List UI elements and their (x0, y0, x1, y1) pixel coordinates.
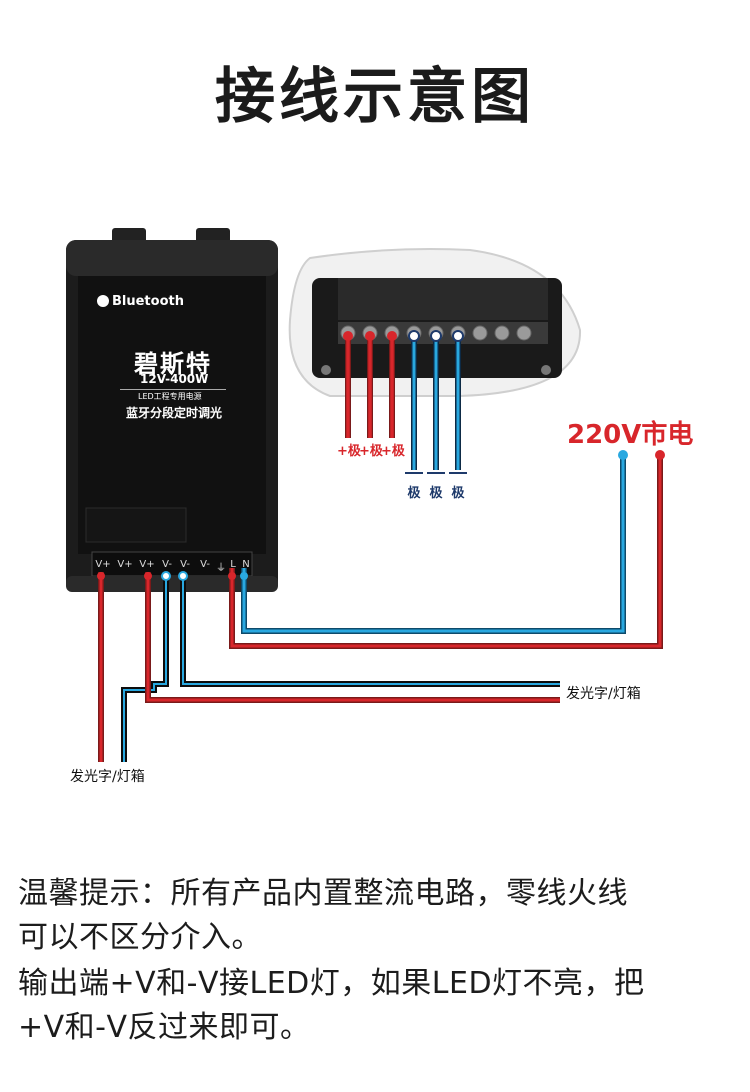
terminal-label: V+ (139, 559, 155, 570)
positive-wire-end (343, 331, 353, 341)
inset-positive-wires-core (346, 336, 394, 438)
load-label-right: 发光字/灯箱 (566, 686, 641, 702)
screw-icon (472, 325, 488, 341)
negative-wire-end (408, 330, 420, 342)
negative-wire-end (452, 330, 464, 342)
terminal-label: V+ (117, 559, 133, 570)
terminal-label: V- (200, 559, 210, 570)
terminal-inset (288, 248, 582, 397)
output-negative-end (178, 571, 188, 581)
brand-name: 碧斯特 (134, 350, 212, 378)
psu-bottom-bar (66, 576, 278, 592)
page-title: 接线示意图 (215, 62, 535, 132)
tip-line: 可以不区分介入。 (18, 920, 262, 955)
psu-top-bar (66, 240, 278, 276)
terminal-label: V+ (95, 559, 111, 570)
negative-wire-end (430, 330, 442, 342)
psu-subtitle-rule (120, 389, 226, 390)
positive-wire-end (365, 331, 375, 341)
bluetooth-icon (97, 295, 109, 307)
screw-icon (516, 325, 532, 341)
positive-pole-label: +极 (381, 444, 405, 459)
positive-pole-label: +极 (359, 444, 383, 459)
psu-spec-label (85, 507, 187, 543)
subtitle-label: LED工程专用电源 (138, 392, 202, 401)
terminal-label: L (230, 559, 236, 570)
negative-pole-label: 极 (451, 486, 465, 501)
tip-line: 温馨提示：所有产品内置整流电路，零线火线 (18, 876, 628, 911)
output-positive-end (97, 572, 105, 580)
inset-negative-wires-core (412, 336, 460, 470)
model-label: 12V-400W (140, 372, 209, 386)
feature-label: 蓝牙分段定时调光 (126, 406, 223, 420)
negative-pole-label: 极 (407, 486, 421, 501)
mains-terminal-end (228, 572, 236, 580)
positive-pole-label: +极 (337, 444, 361, 459)
bluetooth-label: Bluetooth (112, 294, 184, 309)
psu-terminal-strip (91, 551, 253, 577)
output-negative-end (161, 571, 171, 581)
mains-terminal-end (240, 572, 248, 580)
load-label-left: 发光字/灯箱 (70, 769, 145, 785)
negative-pole-label: 极 (429, 486, 443, 501)
mains-label: 220V市电 (567, 420, 694, 450)
mains-wire-end-blue (618, 450, 628, 460)
instruction-line: 输出端+V和-V接LED灯，如果LED灯不亮，把 (18, 966, 645, 1001)
terminal-label: N (242, 559, 250, 570)
output-positive-end (144, 572, 152, 580)
positive-wire-end (387, 331, 397, 341)
screw-icon (494, 325, 510, 341)
mains-wire-end-red (655, 450, 665, 460)
terminal-label: V- (162, 559, 172, 570)
terminal-label: V- (180, 559, 190, 570)
power-supply-unit (66, 228, 278, 592)
ground-icon: ⏚ (216, 563, 226, 574)
instruction-line: +V和-V反过来即可。 (18, 1010, 311, 1045)
